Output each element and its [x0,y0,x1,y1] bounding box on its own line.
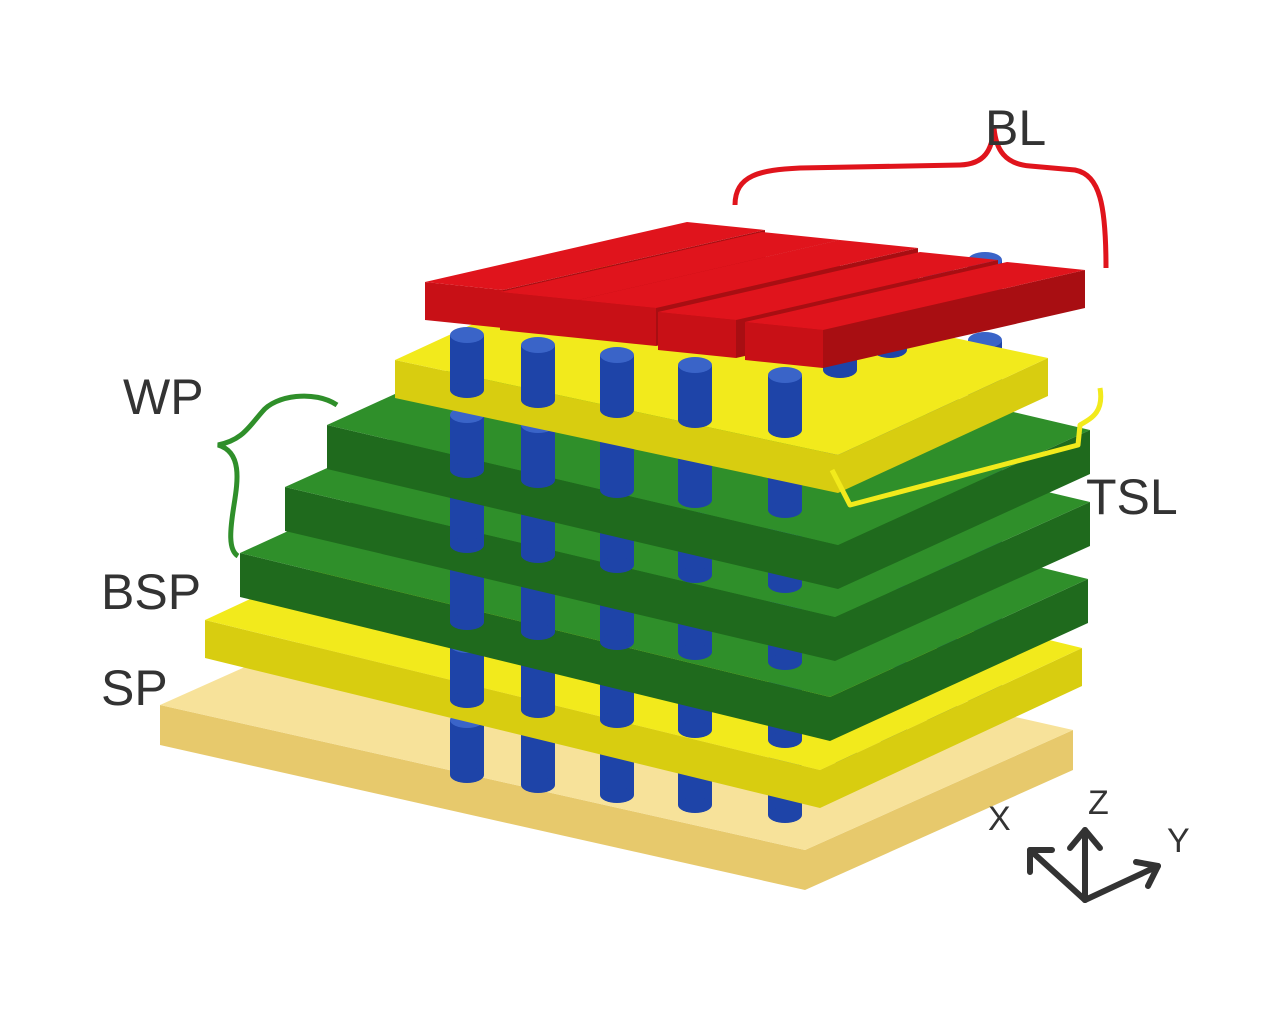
label-wp: WP [123,369,204,425]
bit-line-5-side [823,270,1085,368]
row-tsl-front-pillar-3-cap [678,357,712,373]
bit-line-3-top [578,240,918,308]
xyz-axes-icon [1027,827,1161,903]
bit-line-4-top [658,252,998,320]
row-wp1-front-pillar-0-bottom [450,462,484,478]
label-bl: BL [985,100,1046,156]
bl-bracket [732,127,1109,269]
bit-line-5-top [745,262,1085,330]
row-tsl-front-pillar-3-bottom [678,412,712,428]
row-bsp-front-pillar-4-bottom [768,732,802,748]
row-wp3-front-pillar-4-bottom [768,654,802,670]
row-tsl-front-pillar-2-cap [600,347,634,363]
bit-line-1-front [425,282,503,328]
row-wp2-front-pillar-4-bottom [768,577,802,593]
bit-line-4-front [658,312,736,358]
row-wp1-front-pillar-0-body [450,415,484,470]
axis-label-y: Y [1167,822,1190,860]
row-sp-front-pillar-0-bottom [450,767,484,783]
bit-line-2-top [500,232,840,300]
row-wp3-front-pillar-0-bottom [450,614,484,630]
row-tsl-front-pillar-4-bottom [768,422,802,438]
word-plate-2-front [285,487,835,661]
row-bsp-front-pillar-1-bottom [521,702,555,718]
row-sp-front-pillar-3-bottom [678,797,712,813]
row-tsl-front-pillar-1-body [521,345,555,400]
row-wp3-front-pillar-2-bottom [600,634,634,650]
row-sp-front-pillar-1-bottom [521,777,555,793]
axis-label-z: Z [1088,784,1109,822]
word-plate-3-front [240,553,830,741]
row-wp3-front-pillar-3-bottom [678,644,712,660]
row-wp2-front-pillar-3-bottom [678,567,712,583]
bit-line-2-front [500,292,578,338]
row-tsl-front-pillar-3-body [678,365,712,420]
label-bsp: BSP [101,564,201,620]
tsl-bracket [829,387,1104,508]
row-tsl-front-pillar-1-cap [521,337,555,353]
bit-line-1-top [425,222,765,290]
row-bsp-front-pillar-3-bottom [678,722,712,738]
bottom-select-plate-front [205,620,820,808]
row-tsl-front-pillar-4-body [768,375,802,430]
row-wp1-front-pillar-4-bottom [768,502,802,518]
row-wp3-front-pillar-1-bottom [521,624,555,640]
row-tsl-front-pillar-2-body [600,355,634,410]
row-wp1-front-pillar-1-bottom [521,472,555,488]
row-wp2-front-pillar-2-bottom [600,557,634,573]
top-select-plate-front [395,360,838,493]
word-plate-1-side [838,430,1090,589]
axis-label-x: X [988,800,1011,838]
row-tsl-front-pillar-0-bottom [450,382,484,398]
row-wp2-front-pillar-0-bottom [450,537,484,553]
row-tsl-front-pillar-4-cap [768,367,802,383]
substrate-plate-front [160,705,805,890]
word-plate-3-side [830,579,1088,741]
bit-line-3-front [578,300,656,346]
row-wp2-front-pillar-1-bottom [521,547,555,563]
word-plate-2-side [835,502,1090,661]
row-tsl-front-pillar-0-cap [450,327,484,343]
row-wp1-front-pillar-2-bottom [600,482,634,498]
stack-3d-scene [160,222,1090,890]
label-tsl: TSL [1086,469,1178,525]
row-tsl-front-pillar-1-bottom [521,392,555,408]
bottom-select-plate-side [820,648,1082,808]
wp-bracket [217,393,339,559]
substrate-plate-side [805,730,1073,890]
bit-line-5-front [745,322,823,368]
row-tsl-front-pillar-2-bottom [600,402,634,418]
row-bsp-front-pillar-0-bottom [450,692,484,708]
row-sp-front-pillar-4-bottom [768,807,802,823]
row-sp-front-pillar-2-bottom [600,787,634,803]
row-wp1-front-pillar-1-body [521,425,555,480]
top-select-plate-side [838,358,1048,493]
row-bsp-front-pillar-2-bottom [600,712,634,728]
row-wp1-front-pillar-3-bottom [678,492,712,508]
label-sp: SP [101,660,168,716]
row-tsl-front-pillar-0-body [450,335,484,390]
row-sp-front-pillar-0-body [450,720,484,775]
